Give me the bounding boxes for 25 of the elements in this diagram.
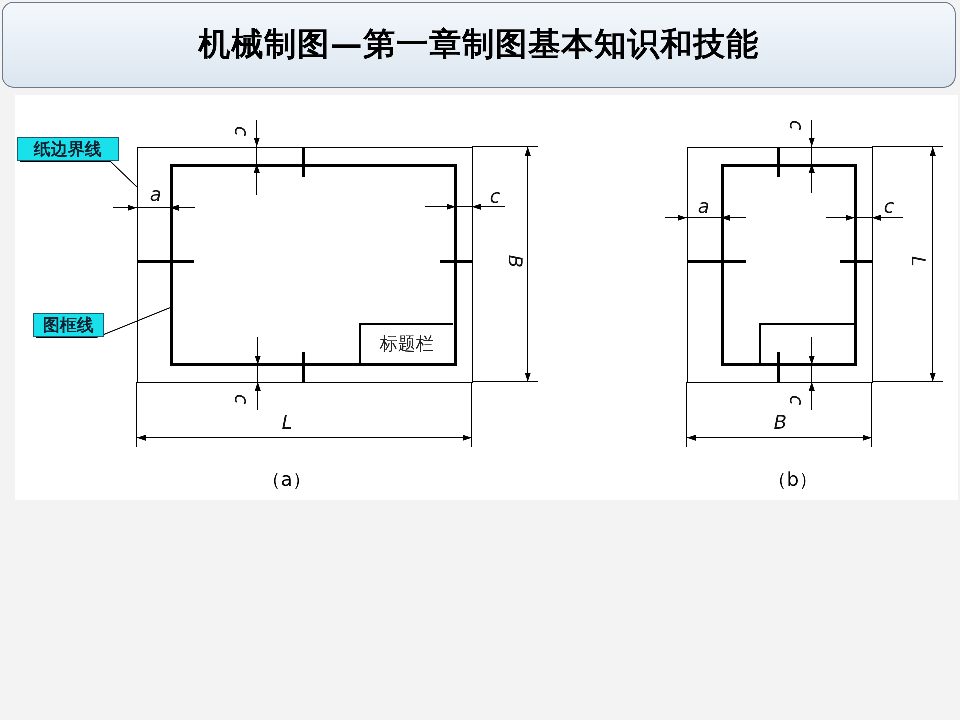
- dimension-label: c: [884, 198, 894, 217]
- dimension-label: L: [908, 256, 927, 267]
- dimension-label: c: [786, 120, 806, 131]
- dimension-label: B: [774, 414, 788, 433]
- leader-line: [20, 162, 138, 188]
- drawing-frame: [170, 164, 457, 366]
- dimension-label: c: [786, 395, 806, 406]
- dimension-label: a: [150, 186, 162, 205]
- figure-caption: （a）: [262, 470, 312, 490]
- dimension-label: c: [232, 394, 251, 405]
- dimension-label: B: [505, 254, 524, 268]
- callout-box: 图框线: [33, 313, 104, 337]
- dimension-label: L: [282, 414, 293, 433]
- figure-caption: （b）: [768, 470, 818, 490]
- title-block: 标题栏: [359, 323, 453, 363]
- dimension-label: a: [698, 198, 710, 217]
- dimension-label: c: [232, 126, 251, 137]
- drawing-frame: [721, 164, 857, 366]
- leader-line: [36, 308, 170, 338]
- paper-border: [687, 147, 873, 383]
- title-text: 机械制图—第一章制图基本知识和技能: [198, 24, 760, 65]
- paper-border: [137, 147, 473, 383]
- callout-box: 纸边界线: [17, 137, 119, 161]
- dimension-label: c: [490, 188, 500, 207]
- title-block: [759, 323, 854, 363]
